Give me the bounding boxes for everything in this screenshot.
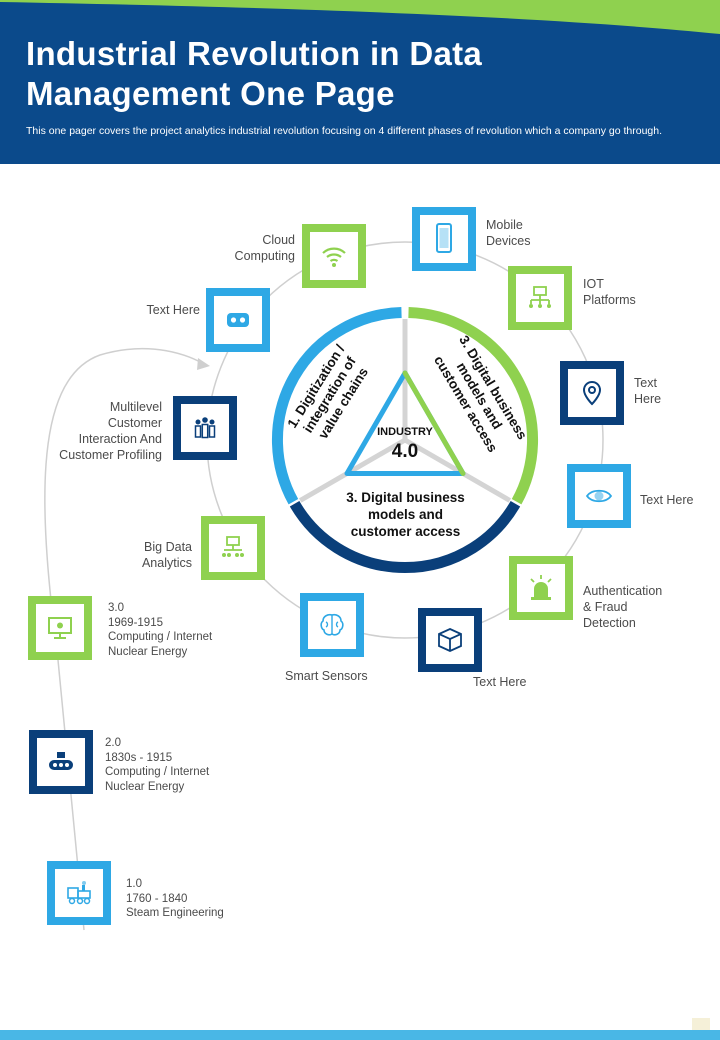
text-here-label-3: Text Here [640,493,694,507]
timeline-2-tile [29,730,93,794]
monitor-icon [48,617,72,639]
iot-platforms-tile [508,266,572,330]
header-banner: Industrial Revolution in Data Management… [0,0,720,164]
smartphone-icon [436,223,452,253]
wifi-icon [322,247,346,267]
timeline-1-tile [47,861,111,925]
conveyor-icon [49,752,73,770]
authentication-label: Authentication & Fraud Detection [583,584,663,630]
mobile-devices-tile [412,207,476,271]
big-data-analytics-label: Big Data Analytics [141,540,192,570]
industry-title-big: 4.0 [391,441,419,462]
timeline-1-label: 1.0 1760 - 1840 Steam Engineering [126,878,224,919]
footer-bar [0,1030,720,1040]
data-hierarchy-icon [222,536,244,557]
page-title: Industrial Revolution in Data Management… [26,35,483,112]
smart-sensors-label: Smart Sensors [285,669,368,683]
multilevel-customer-tile [173,396,237,460]
text-here-tile-4 [418,608,482,672]
box-icon [438,628,462,652]
segment-bottom-label: 3. Digital business models and customer … [346,490,465,539]
brain-icon [320,613,344,636]
timeline-2-label: 2.0 1830s - 1915 Computing / Internet Nu… [105,737,210,793]
header-green-wave [0,0,720,34]
text-here-tile-1 [206,288,270,352]
network-icon [529,286,551,308]
industry-title-small: INDUSTRY [377,426,433,438]
smart-sensors-tile [300,593,364,657]
timeline-3-label: 3.0 1969-1915 Computing / Internet Nucle… [108,602,213,658]
text-here-label-2: Text Here [634,376,662,406]
alarm-light-icon [530,575,552,600]
big-data-analytics-tile [201,516,265,580]
steam-train-icon [67,881,91,905]
iot-platforms-label: IOT Platforms [583,277,636,307]
text-here-label-1: Text Here [146,303,201,317]
vr-headset-icon [227,313,249,327]
cloud-computing-label: Cloud Computing [234,233,295,263]
text-here-tile-2 [560,361,624,425]
multilevel-customer-label: Multilevel Customer Interaction And Cust… [59,400,162,462]
page-subtitle: This one pager covers the project analyt… [26,125,663,137]
cloud-computing-tile [302,224,366,288]
location-pin-icon [582,380,602,406]
authentication-tile [509,556,573,620]
timeline-3-tile [28,596,92,660]
people-group-icon [194,417,216,439]
footer-mark [692,1018,710,1030]
eye-icon [585,489,613,503]
mobile-devices-label: Mobile Devices [486,218,531,248]
text-here-tile-3 [567,464,631,528]
text-here-label-4: Text Here [473,675,527,689]
